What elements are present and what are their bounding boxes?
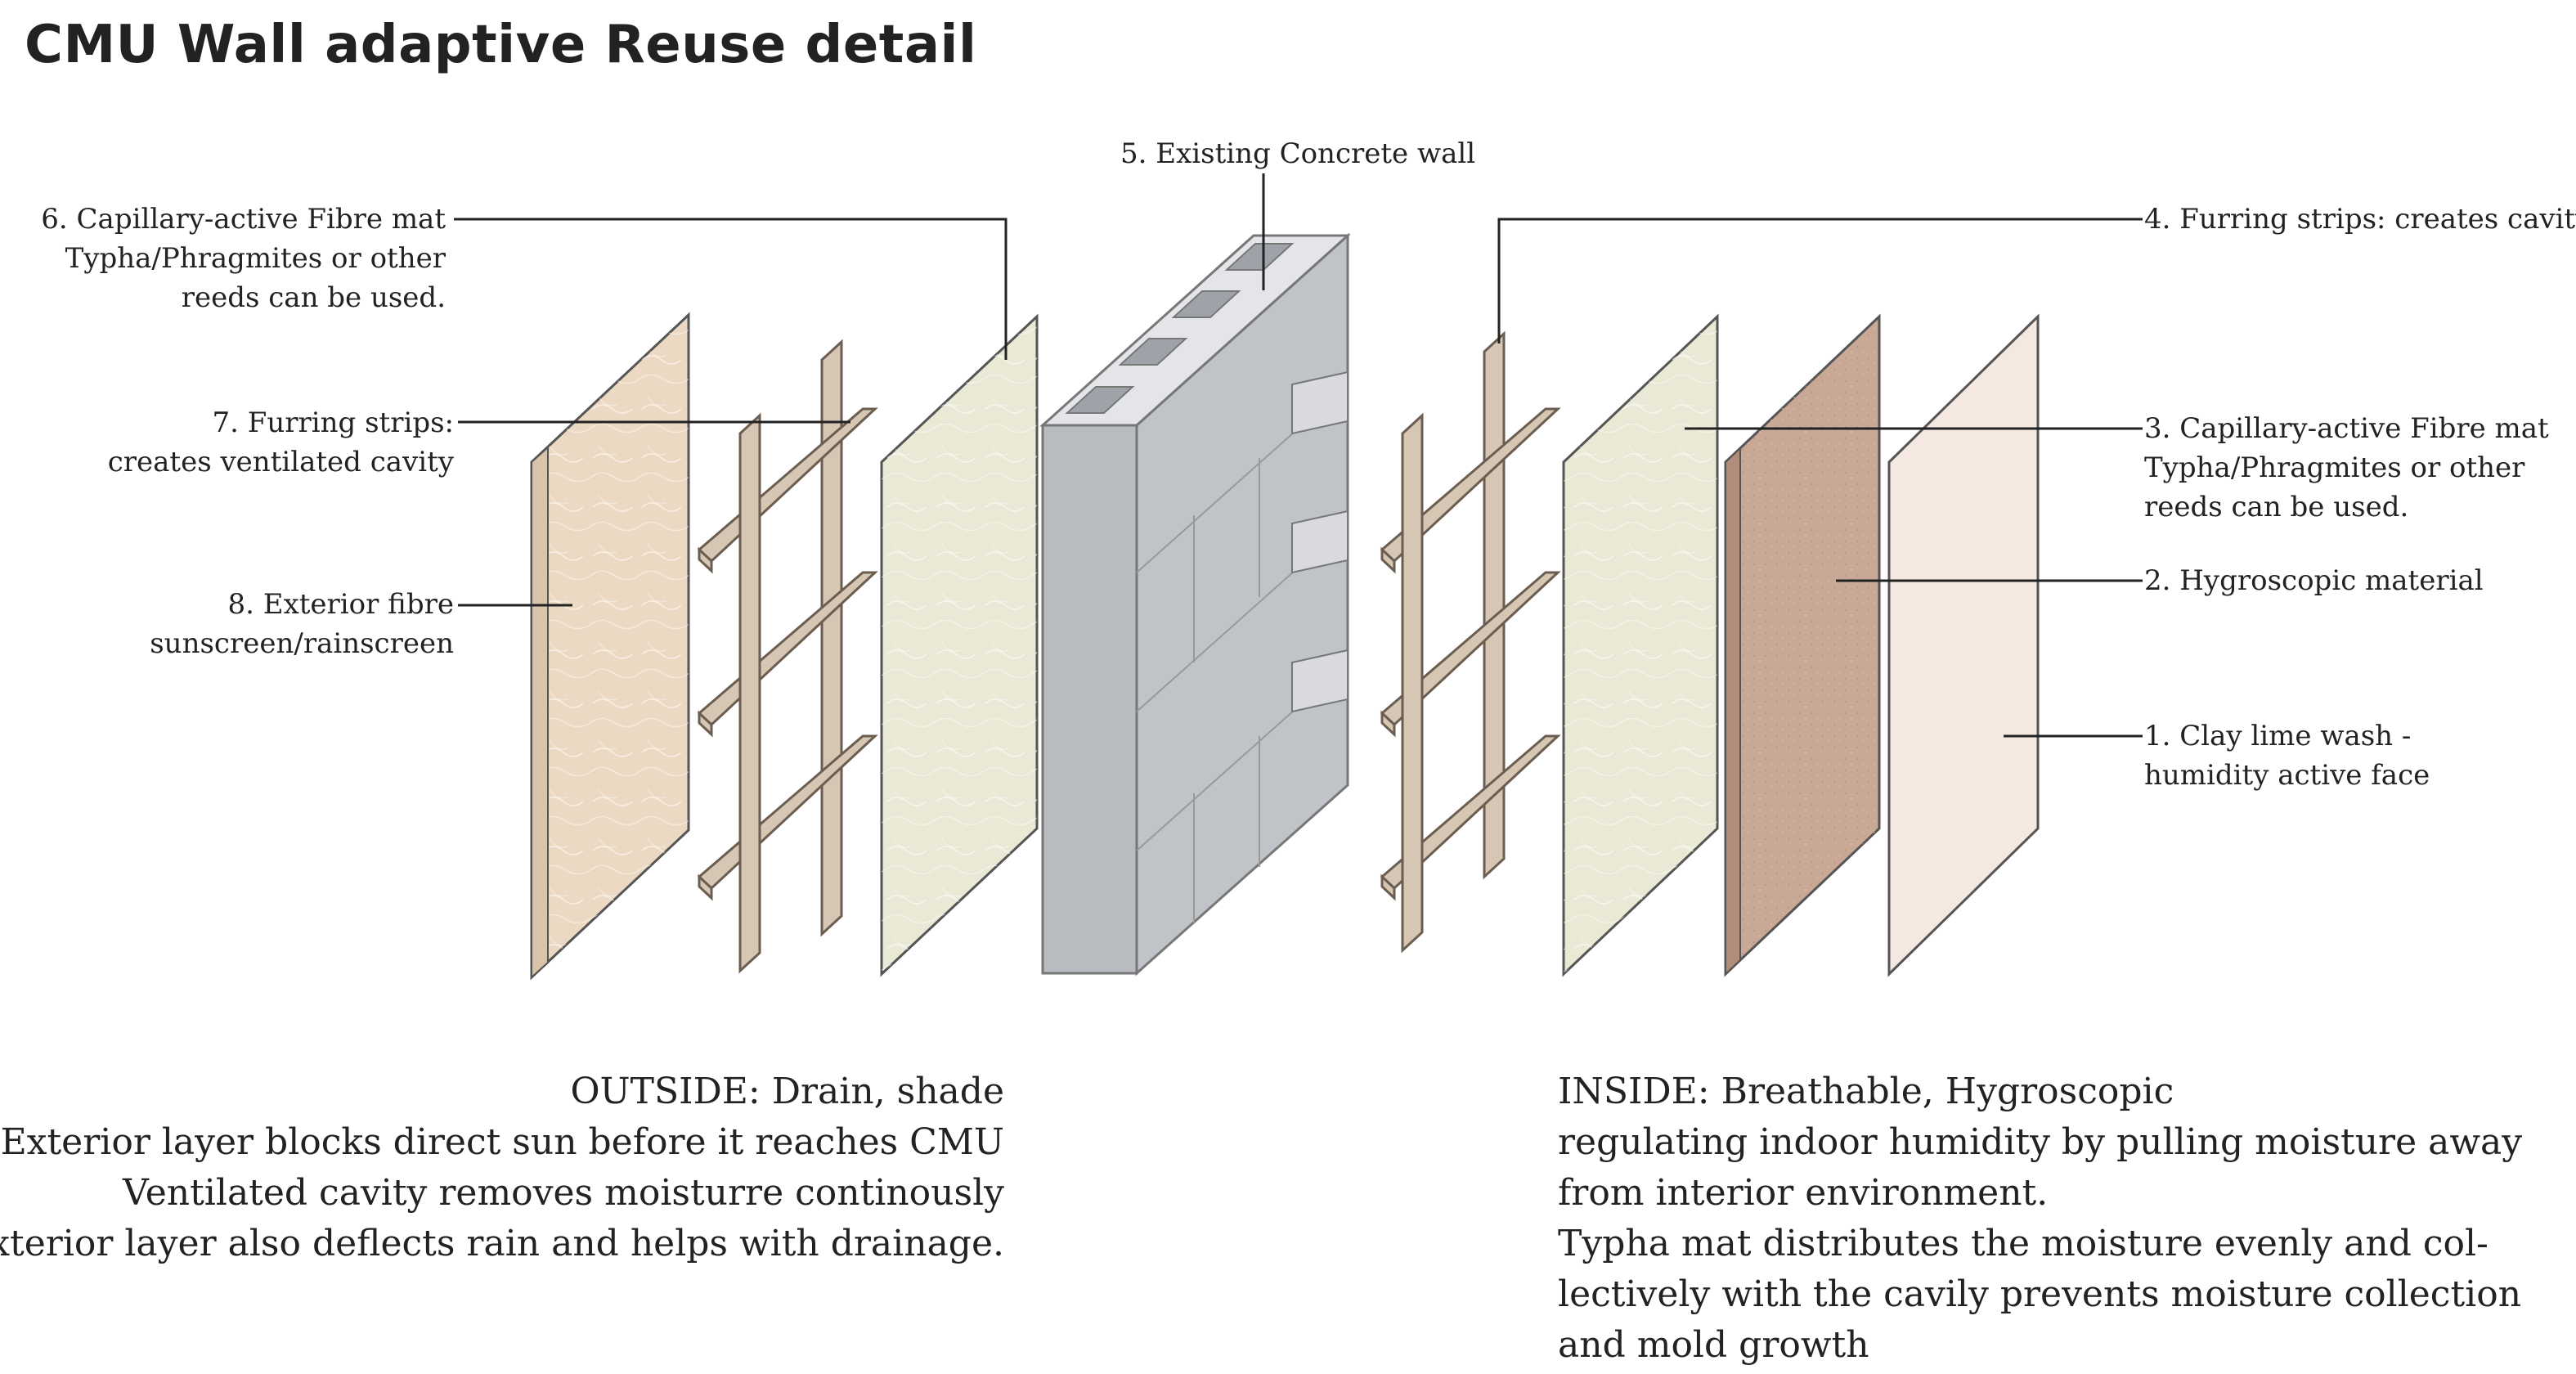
cmu-wall-block [1039,232,1351,977]
inner-fibre-mat-panel [1562,313,1719,977]
leader-lines [454,173,2143,738]
leader-furring-inner [1497,218,2143,344]
label-furring-strips-inner: 4. Furring strips: creates cavity [2144,203,2576,236]
label-clay-lime-wash: 1. Clay lime wash - humidity active face [2144,720,2430,792]
exterior-sunscreen-panel [530,312,690,981]
hygroscopic-panel [1724,313,1881,977]
outside-notes: OUTSIDE: Drain, shade Exterior layer blo… [0,1071,1004,1264]
label-furring-strips-outer: 7. Furring strips: creates ventilated ca… [107,406,454,478]
outer-fibre-mat-panel [880,313,1039,977]
label-hygroscopic-material: 2. Hygroscopic material [2144,564,2484,597]
clay-lime-wash-panel [1887,313,2040,977]
inner-furring-strips [1380,330,1561,954]
page-title: CMU Wall adaptive Reuse detail [25,15,977,75]
leader-fibre-mat-outer [454,218,1008,360]
inside-notes: INSIDE: Breathable, Hygroscopic regulati… [1558,1071,2523,1366]
outer-furring-strips [697,339,878,974]
label-existing-concrete-wall: 5. Existing Concrete wall [1120,137,1476,170]
label-capillary-fibre-mat-outer: 6. Capillary-active Fibre mat Typha/Phra… [41,203,446,314]
label-capillary-fibre-mat-inner: 3. Capillary-active Fibre mat Typha/Phra… [2144,412,2549,523]
label-exterior-fibre: 8. Exterior fibre sunscreen/rainscreen [150,588,454,660]
